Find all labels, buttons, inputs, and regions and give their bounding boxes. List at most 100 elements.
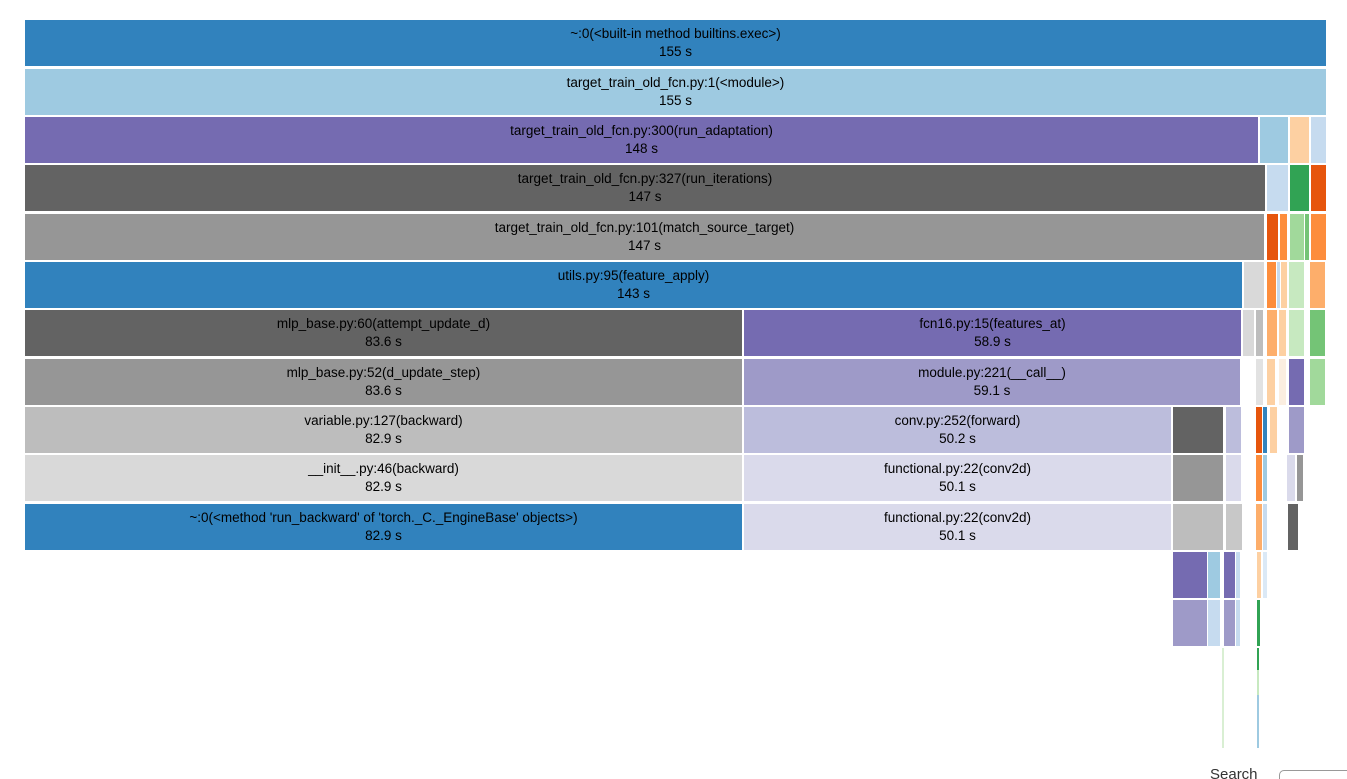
frame-label: utils.py:95(feature_apply) bbox=[557, 268, 710, 283]
frame-label: __init__.py:46(backward) bbox=[308, 461, 459, 476]
flame-bar[interactable] bbox=[1256, 407, 1262, 453]
frame-label: target_train_old_fcn.py:101(match_source… bbox=[494, 220, 795, 235]
frame-time: 143 s bbox=[616, 286, 651, 301]
frame-time: 82.9 s bbox=[365, 479, 402, 494]
flame-bar[interactable] bbox=[1267, 214, 1278, 260]
flame-bar[interactable] bbox=[1208, 600, 1220, 646]
flame-bar[interactable]: target_train_old_fcn.py:101(match_source… bbox=[25, 214, 1264, 260]
frame-label: target_train_old_fcn.py:1(<module>) bbox=[566, 75, 785, 90]
flame-bar-thin[interactable] bbox=[1257, 695, 1259, 748]
flame-bar[interactable]: module.py:221(__call__)59.1 s bbox=[744, 359, 1240, 405]
frame-time: 147 s bbox=[628, 189, 662, 204]
flame-bar[interactable] bbox=[1279, 359, 1286, 405]
flame-bar[interactable] bbox=[1310, 359, 1325, 405]
flame-bar[interactable]: functional.py:22(conv2d) 50.1 s bbox=[744, 504, 1171, 550]
flame-bar[interactable] bbox=[1281, 262, 1287, 308]
flame-bar[interactable] bbox=[1263, 552, 1267, 598]
frame-time: 50.1 s bbox=[939, 479, 976, 494]
flame-bar[interactable]: conv.py:252(forward)50.2 s bbox=[744, 407, 1171, 453]
flame-bar[interactable] bbox=[1290, 214, 1304, 260]
flame-bar[interactable] bbox=[1289, 407, 1304, 453]
flame-bar[interactable]: target_train_old_fcn.py:300(run_adaptati… bbox=[25, 117, 1258, 163]
frame-time: 155 s bbox=[658, 93, 693, 108]
flame-bar[interactable]: utils.py:95(feature_apply) 143 s bbox=[25, 262, 1242, 308]
flame-bar[interactable] bbox=[1173, 504, 1223, 550]
flame-bar-thin[interactable] bbox=[1257, 648, 1259, 670]
frame-time: 155 s bbox=[658, 44, 693, 59]
flame-bar[interactable] bbox=[1277, 262, 1280, 308]
flame-bar[interactable] bbox=[1305, 214, 1309, 260]
flame-bar[interactable]: variable.py:127(backward) 82.9 s bbox=[25, 407, 742, 453]
frame-label: target_train_old_fcn.py:300(run_adaptati… bbox=[510, 123, 773, 138]
flame-bar[interactable]: __init__.py:46(backward) 82.9 s bbox=[25, 455, 742, 501]
flame-bar[interactable]: target_train_old_fcn.py:327(run_iteratio… bbox=[25, 165, 1265, 211]
flame-bar[interactable]: fcn16.py:15(features_at)58.9 s bbox=[744, 310, 1241, 356]
flame-bar[interactable]: functional.py:22(conv2d) 50.1 s bbox=[744, 455, 1171, 501]
flame-bar[interactable] bbox=[1289, 359, 1304, 405]
flame-bar[interactable] bbox=[1263, 504, 1267, 550]
flame-bar[interactable] bbox=[1311, 214, 1326, 260]
flame-bar[interactable] bbox=[1279, 310, 1286, 356]
flame-bar[interactable] bbox=[1226, 504, 1242, 550]
frame-label: ~:0(<method 'run_backward' of 'torch._C.… bbox=[189, 510, 578, 525]
flame-bar[interactable] bbox=[1290, 165, 1309, 211]
flame-bar[interactable] bbox=[1310, 310, 1325, 356]
frame-time: 147 s bbox=[627, 238, 662, 253]
flame-bar[interactable] bbox=[1297, 455, 1303, 501]
flame-bar[interactable] bbox=[1173, 407, 1223, 453]
flame-bar[interactable] bbox=[1263, 407, 1267, 453]
flame-bar[interactable] bbox=[1267, 165, 1288, 211]
frame-label: fcn16.py:15(features_at) bbox=[919, 316, 1066, 331]
frame-time: 82.9 s bbox=[365, 431, 402, 446]
flame-bar[interactable] bbox=[1173, 455, 1223, 501]
search-row: Search bbox=[1195, 764, 1347, 779]
frame-time: 148 s bbox=[624, 141, 659, 156]
frame-label: functional.py:22(conv2d) bbox=[883, 510, 1032, 525]
flame-bar[interactable] bbox=[1267, 359, 1275, 405]
flame-bar[interactable] bbox=[1290, 117, 1309, 163]
flame-bar[interactable] bbox=[1257, 600, 1260, 646]
frame-label: mlp_base.py:60(attempt_update_d) bbox=[276, 316, 491, 331]
flame-bar[interactable] bbox=[1263, 455, 1267, 501]
flame-bar[interactable] bbox=[1289, 262, 1304, 308]
flame-bar[interactable] bbox=[1208, 552, 1220, 598]
flame-bar[interactable] bbox=[1260, 117, 1288, 163]
flame-bar[interactable] bbox=[1288, 504, 1298, 550]
flame-bar[interactable] bbox=[1310, 262, 1325, 308]
flame-bar[interactable] bbox=[1173, 552, 1207, 598]
flame-bar[interactable] bbox=[1256, 359, 1263, 405]
flame-bar[interactable] bbox=[1243, 310, 1254, 356]
flame-bar[interactable]: ~:0(<method 'run_backward' of 'torch._C.… bbox=[25, 504, 742, 550]
flame-bar[interactable] bbox=[1257, 552, 1261, 598]
flame-bar[interactable] bbox=[1256, 310, 1263, 356]
frame-label: variable.py:127(backward) bbox=[304, 413, 463, 428]
flame-bar[interactable] bbox=[1267, 310, 1277, 356]
flame-bar[interactable] bbox=[1224, 600, 1235, 646]
frame-time: 50.1 s bbox=[939, 528, 976, 543]
flame-bar[interactable] bbox=[1244, 262, 1264, 308]
flame-bar[interactable] bbox=[1224, 552, 1235, 598]
flame-bar[interactable] bbox=[1256, 455, 1262, 501]
flame-bar[interactable] bbox=[1289, 310, 1304, 356]
flame-bar[interactable] bbox=[1267, 262, 1276, 308]
flame-bar[interactable] bbox=[1280, 214, 1287, 260]
flame-bar[interactable] bbox=[1287, 455, 1295, 501]
frame-label: functional.py:22(conv2d) bbox=[883, 461, 1032, 476]
flame-bar[interactable] bbox=[1226, 407, 1241, 453]
flame-bar[interactable] bbox=[1270, 407, 1277, 453]
flame-bar[interactable]: mlp_base.py:52(d_update_step)83.6 s bbox=[25, 359, 742, 405]
flame-bar[interactable] bbox=[1236, 552, 1240, 598]
flame-bar[interactable] bbox=[1173, 600, 1207, 646]
flame-bar[interactable]: ~:0(<built-in method builtins.exec>)155 … bbox=[25, 20, 1326, 66]
flame-bar[interactable] bbox=[1226, 455, 1241, 501]
flame-bar[interactable] bbox=[1256, 504, 1262, 550]
flame-bar[interactable] bbox=[1311, 165, 1326, 211]
flame-bar-thin[interactable] bbox=[1257, 670, 1259, 695]
flame-bar[interactable] bbox=[1311, 117, 1326, 163]
flame-bar[interactable] bbox=[1236, 600, 1240, 646]
flame-bar[interactable]: mlp_base.py:60(attempt_update_d)83.6 s bbox=[25, 310, 742, 356]
flame-bar-thin[interactable] bbox=[1222, 648, 1224, 748]
flame-bar[interactable]: target_train_old_fcn.py:1(<module>) 155 s bbox=[25, 69, 1326, 115]
search-input[interactable] bbox=[1279, 770, 1347, 779]
